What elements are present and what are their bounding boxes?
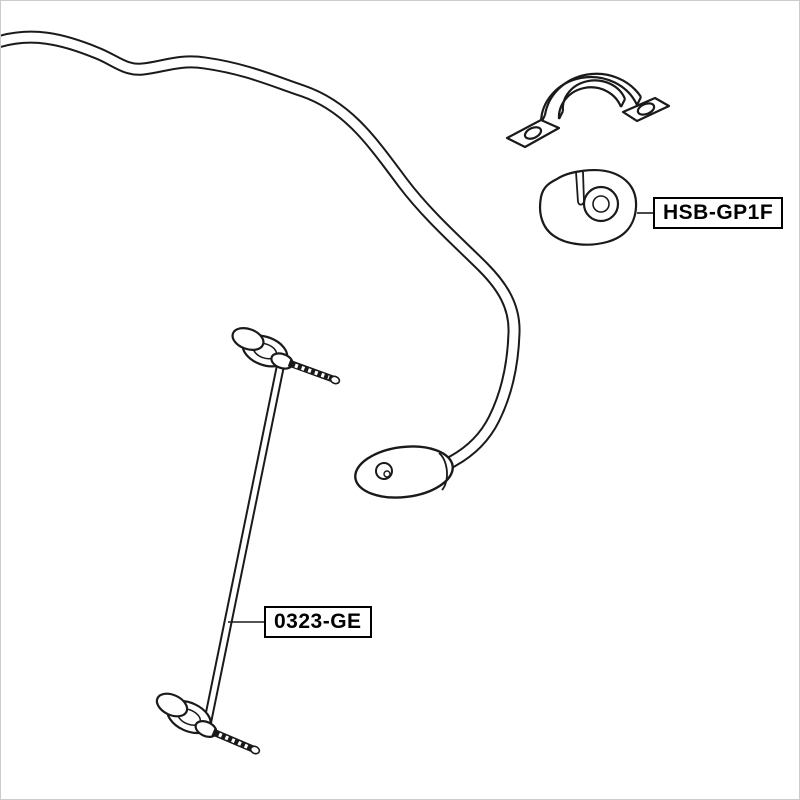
bushing-bore	[582, 185, 620, 223]
stabilizer-bushing	[538, 169, 638, 246]
stabilizer-bar	[1, 30, 521, 480]
eyelet-paddle	[354, 445, 454, 499]
bracket-edge	[636, 96, 642, 106]
lower-stud-threads	[218, 732, 250, 750]
stabilizer-bar-core	[1, 32, 519, 478]
bracket-front-arch	[539, 75, 638, 124]
bracket-left-bolt-hole	[523, 126, 543, 140]
stabilizer-bar-outline	[1, 30, 521, 480]
stabilizer-link	[155, 327, 341, 755]
part-label-bushing: HSB-GP1F	[653, 197, 784, 229]
part-label-link: 0323-GE	[264, 606, 372, 638]
lower-stud-tip	[249, 745, 261, 755]
upper-stud-tip	[329, 375, 341, 385]
eyelet-neck-line	[438, 452, 448, 491]
link-rod-core	[204, 362, 284, 726]
bushing-bore-inner	[592, 195, 610, 213]
bushing-slit	[575, 171, 585, 206]
bracket-back-arch	[543, 72, 642, 116]
lower-ball-joint	[155, 692, 261, 755]
upper-ball-joint	[231, 327, 341, 385]
upper-joint-cap	[231, 327, 265, 351]
mount-bracket	[505, 72, 671, 149]
upper-stud-threads	[294, 363, 330, 380]
bushing-body	[538, 169, 638, 246]
bracket-edge	[620, 98, 626, 108]
bracket-right-bolt-hole	[636, 102, 656, 116]
bracket-edge	[558, 110, 564, 120]
bar-eyelet	[354, 445, 454, 499]
lower-joint-cap	[155, 692, 189, 718]
bracket-inner-back-arch	[561, 79, 627, 112]
bracket-inner-front-arch	[557, 86, 623, 120]
eyelet-hole-center	[383, 470, 391, 478]
